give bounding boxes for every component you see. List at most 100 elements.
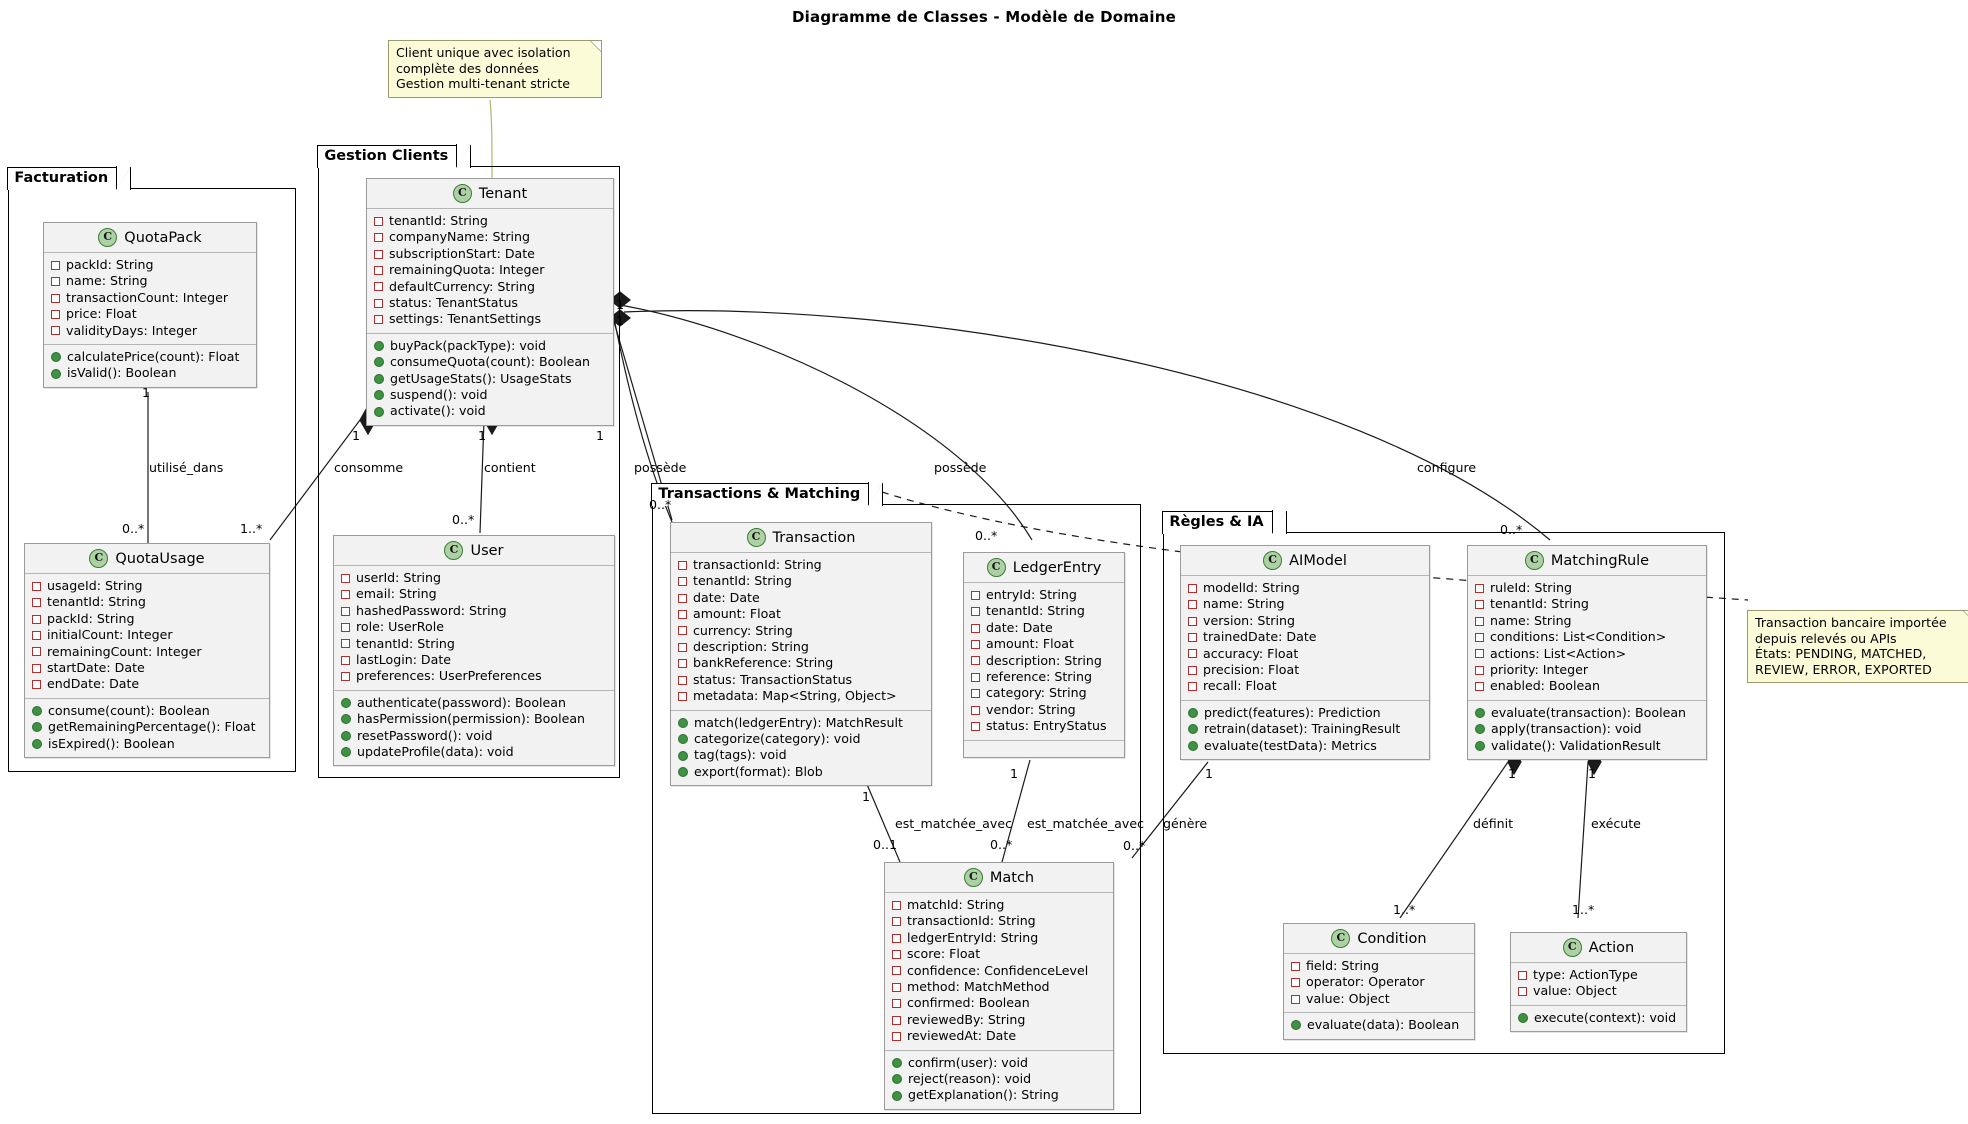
class-methods: evaluate(transaction): Boolean apply(tra… [1468, 699, 1706, 759]
attribute-row: subscriptionStart: Date [374, 246, 606, 262]
attribute-row: conditions: List<Condition> [1475, 629, 1699, 645]
class-header: C Match [885, 863, 1113, 893]
class-condition[interactable]: C Condition field: String operator: Oper… [1283, 923, 1475, 1040]
multiplicity-label: 0..* [649, 497, 672, 512]
attribute-row: role: UserRole [341, 619, 607, 635]
class-header: C Action [1511, 933, 1686, 963]
method-row: tag(tags): void [678, 747, 924, 763]
attribute-row: amount: Float [971, 636, 1117, 652]
attribute-row: precision: Float [1188, 662, 1422, 678]
attribute-row: status: EntryStatus [971, 718, 1117, 734]
class-transaction[interactable]: C Transaction transactionId: String tena… [670, 522, 932, 787]
package-tab-facturation: Facturation [7, 166, 132, 191]
attribute-row: tenantId: String [32, 594, 262, 610]
multiplicity-label: 1 [616, 313, 625, 328]
attribute-row: validityDays: Integer [51, 323, 249, 339]
association-label: consomme [334, 460, 404, 475]
method-row: execute(context): void [1518, 1010, 1679, 1026]
method-row: getExplanation(): String [892, 1087, 1106, 1103]
class-methods [964, 739, 1124, 757]
attribute-row: name: String [51, 273, 249, 289]
attribute-row: tenantId: String [374, 213, 606, 229]
attribute-row: field: String [1291, 958, 1467, 974]
class-match[interactable]: C Match matchId: String transactionId: S… [884, 862, 1114, 1110]
attribute-row: value: Object [1291, 991, 1467, 1007]
attribute-row: date: Date [971, 620, 1117, 636]
class-quotausage[interactable]: C QuotaUsage usageId: String tenantId: S… [24, 543, 270, 759]
multiplicity-label: 0..* [1123, 838, 1146, 853]
class-attributes: transactionId: String tenantId: String d… [671, 553, 931, 710]
class-methods: authenticate(password): Boolean hasPermi… [334, 689, 614, 766]
class-name: Transaction [772, 529, 856, 546]
class-attributes: packId: String name: String transactionC… [44, 253, 256, 344]
class-tenant[interactable]: C Tenant tenantId: String companyName: S… [366, 178, 614, 426]
attribute-row: preferences: UserPreferences [341, 668, 607, 684]
multiplicity-label: 1 [478, 428, 487, 443]
attribute-row: remainingCount: Integer [32, 644, 262, 660]
attribute-row: enabled: Boolean [1475, 678, 1699, 694]
class-header: C Tenant [367, 179, 613, 209]
page-title: Diagramme de Classes - Modèle de Domaine [792, 8, 1176, 26]
class-name: Tenant [478, 185, 528, 202]
attribute-row: packId: String [51, 257, 249, 273]
class-methods: buyPack(packType): void consumeQuota(cou… [367, 332, 613, 425]
class-header: C Condition [1284, 924, 1474, 954]
class-quotapack[interactable]: C QuotaPack packId: String name: String … [43, 222, 257, 388]
class-attributes: tenantId: String companyName: String sub… [367, 209, 613, 333]
association-label: est_matchée_avec [1027, 816, 1145, 831]
attribute-row: reference: String [971, 669, 1117, 685]
attribute-row: reviewedBy: String [892, 1012, 1106, 1028]
attribute-row: score: Float [892, 946, 1106, 962]
multiplicity-label: 0..* [990, 837, 1013, 852]
attribute-row: price: Float [51, 306, 249, 322]
method-row: authenticate(password): Boolean [341, 695, 607, 711]
attribute-row: version: String [1188, 613, 1422, 629]
multiplicity-label: 0..* [122, 521, 145, 536]
attribute-row: name: String [1188, 596, 1422, 612]
class-methods: consume(count): Boolean getRemainingPerc… [25, 697, 269, 757]
multiplicity-label: 1 [142, 385, 151, 400]
multiplicity-label: 1 [352, 428, 361, 443]
multiplicity-label: 1 [1205, 766, 1214, 781]
association-label: exécute [1591, 816, 1641, 831]
package-facturation: Facturation [7, 166, 296, 772]
package-tab-transactions-matching: Transactions & Matching [651, 482, 884, 507]
class-attributes: usageId: String tenantId: String packId:… [25, 574, 269, 698]
attribute-row: matchId: String [892, 897, 1106, 913]
class-user[interactable]: C User userId: String email: String hash… [333, 535, 615, 767]
association-label: possède [634, 460, 687, 475]
attribute-row: reviewedAt: Date [892, 1028, 1106, 1044]
class-header: C MatchingRule [1468, 546, 1706, 576]
attribute-row: value: Object [1518, 983, 1679, 999]
attribute-row: priority: Integer [1475, 662, 1699, 678]
association-label: possède [934, 460, 987, 475]
multiplicity-label: 1 [616, 297, 625, 312]
attribute-row: type: ActionType [1518, 967, 1679, 983]
method-row: validate(): ValidationResult [1475, 738, 1699, 754]
attribute-row: tenantId: String [341, 636, 607, 652]
attribute-row: lastLogin: Date [341, 652, 607, 668]
attribute-row: usageId: String [32, 578, 262, 594]
method-row: updateProfile(data): void [341, 744, 607, 760]
package-gestion-clients: Gestion Clients [317, 144, 620, 778]
attribute-row: ledgerEntryId: String [892, 930, 1106, 946]
multiplicity-label: 1..* [1393, 902, 1416, 917]
attribute-row: tenantId: String [971, 603, 1117, 619]
class-matchingrule[interactable]: C MatchingRule ruleId: String tenantId: … [1467, 545, 1707, 761]
attribute-row: remainingQuota: Integer [374, 262, 606, 278]
class-name: Action [1588, 939, 1635, 956]
class-attributes: field: String operator: Operator value: … [1284, 954, 1474, 1012]
method-row: buyPack(packType): void [374, 338, 606, 354]
class-badge-icon: C [963, 868, 983, 887]
class-methods: confirm(user): void reject(reason): void… [885, 1049, 1113, 1109]
package-regles-ia: Règles & IA [1162, 510, 1725, 1054]
class-ledgerentry[interactable]: C LedgerEntry entryId: String tenantId: … [963, 552, 1125, 758]
method-row: isExpired(): Boolean [32, 736, 262, 752]
method-row: evaluate(data): Boolean [1291, 1017, 1467, 1033]
attribute-row: hashedPassword: String [341, 603, 607, 619]
class-action[interactable]: C Action type: ActionType value: Object … [1510, 932, 1687, 1033]
multiplicity-label: 0..1 [873, 837, 898, 852]
class-aimodel[interactable]: C AIModel modelId: String name: String v… [1180, 545, 1430, 761]
attribute-row: method: MatchMethod [892, 979, 1106, 995]
multiplicity-label: 0..* [1500, 522, 1523, 537]
